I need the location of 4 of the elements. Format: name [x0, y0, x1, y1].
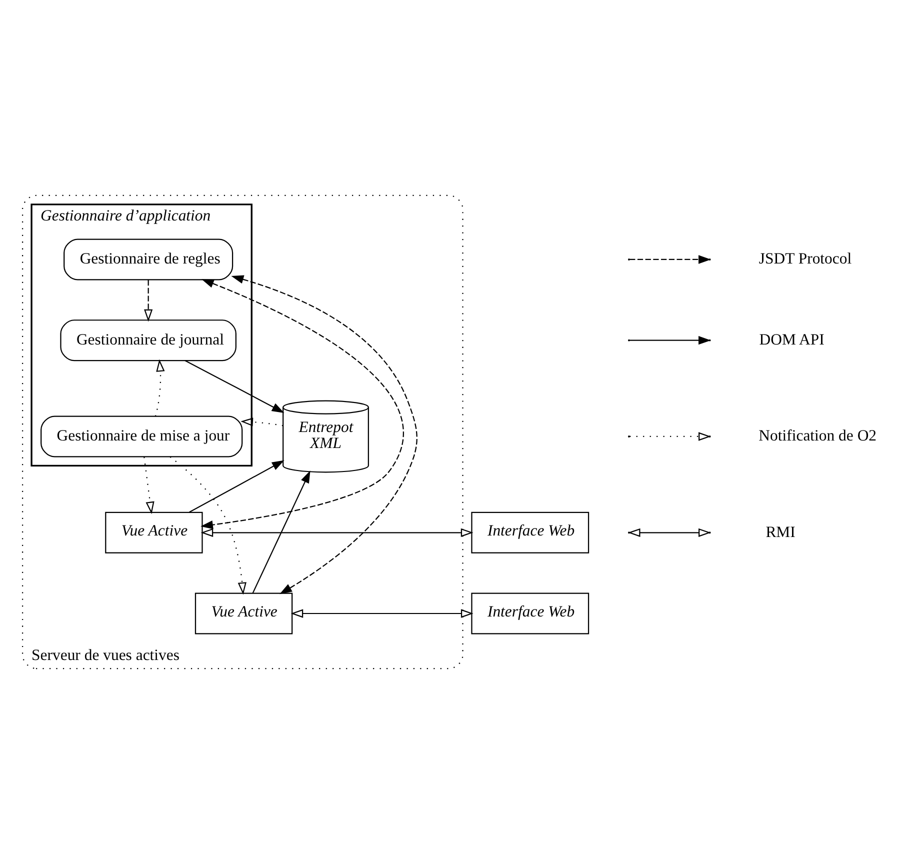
- legend-label: DOM API: [758, 330, 824, 348]
- legend-label: JSDT Protocol: [758, 250, 852, 268]
- legend-label: RMI: [765, 523, 795, 540]
- legend-label: Notification de O2: [758, 427, 876, 444]
